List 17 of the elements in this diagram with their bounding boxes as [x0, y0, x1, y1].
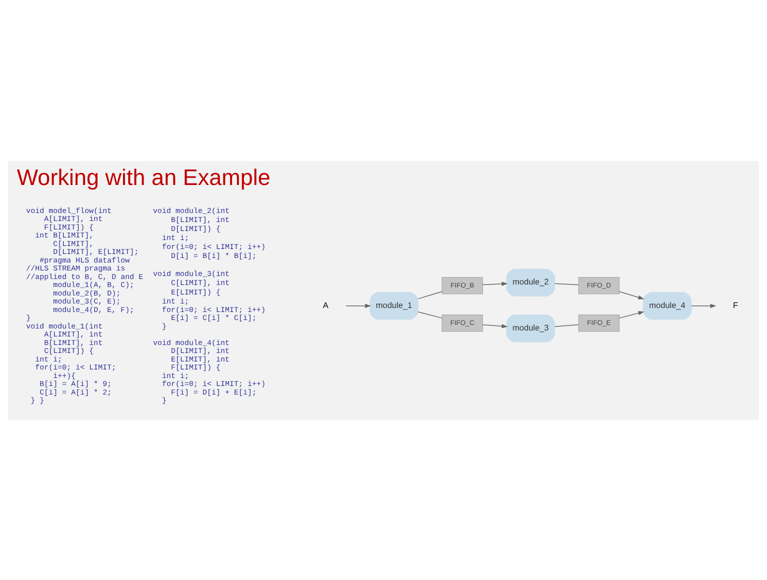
arrow	[619, 310, 644, 318]
arrow	[619, 290, 644, 299]
connector	[554, 324, 579, 326]
connector	[418, 311, 442, 318]
arrow	[482, 324, 508, 328]
diagram-title: Working with an Example	[16, 164, 270, 190]
node-box: module_2	[506, 268, 556, 296]
node-box: module_4	[642, 292, 692, 320]
node-text: A	[322, 300, 328, 310]
node-box: module_1	[370, 292, 418, 320]
arrow	[346, 303, 372, 308]
node-text: F	[733, 300, 738, 310]
arrow	[691, 303, 716, 308]
connector	[418, 290, 442, 299]
node-box: module_3	[506, 314, 556, 342]
connector	[554, 282, 579, 285]
arrow	[482, 281, 508, 286]
